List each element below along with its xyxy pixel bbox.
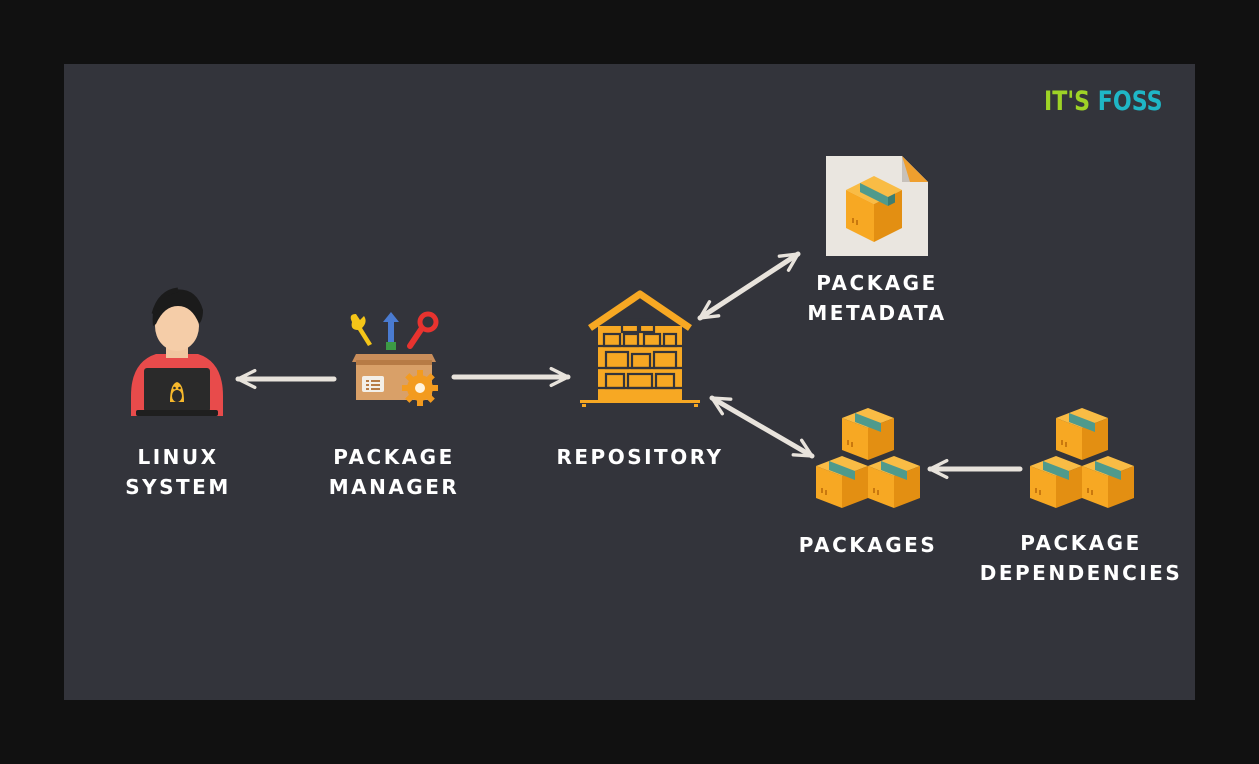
label-package-metadata-line1: PACKAGE xyxy=(816,271,938,295)
logo: IT'S FOSS xyxy=(1044,86,1163,117)
label-package-metadata: PACKAGE METADATA xyxy=(807,268,946,328)
label-package-metadata-line2: METADATA xyxy=(807,301,947,325)
label-package-dependencies: PACKAGE DEPENDENCIES xyxy=(980,528,1183,588)
label-package-dependencies-line1: PACKAGE xyxy=(1020,531,1142,555)
label-packages-line1: PACKAGES xyxy=(798,533,938,557)
logo-foss: FOSS xyxy=(1097,86,1163,117)
logo-its: IT'S xyxy=(1044,86,1091,117)
warehouse-icon xyxy=(580,290,700,407)
label-package-manager-line1: PACKAGE xyxy=(333,445,455,469)
label-package-manager: PACKAGE MANAGER xyxy=(329,442,460,502)
document-package-icon xyxy=(826,156,928,256)
label-linux-system-line1: LINUX xyxy=(137,445,219,469)
label-package-manager-line2: MANAGER xyxy=(328,475,460,499)
arrow-repository-metadata xyxy=(697,251,801,321)
label-linux-system-line2: SYSTEM xyxy=(125,475,231,499)
boxes-icon xyxy=(816,408,920,508)
arrow-repository-packages xyxy=(709,395,815,459)
label-linux-system: LINUX SYSTEM xyxy=(125,442,231,502)
label-repository: REPOSITORY xyxy=(556,442,723,472)
user-laptop-icon xyxy=(131,287,223,416)
toolbox-icon xyxy=(350,311,439,406)
diagram-panel: IT'S FOSS xyxy=(64,64,1195,700)
boxes-dependencies-icon xyxy=(1030,408,1134,508)
label-package-dependencies-line2: DEPENDENCIES xyxy=(979,561,1183,585)
label-packages: PACKAGES xyxy=(799,530,937,560)
arrows xyxy=(235,251,1023,480)
label-repository-line1: REPOSITORY xyxy=(556,445,724,469)
